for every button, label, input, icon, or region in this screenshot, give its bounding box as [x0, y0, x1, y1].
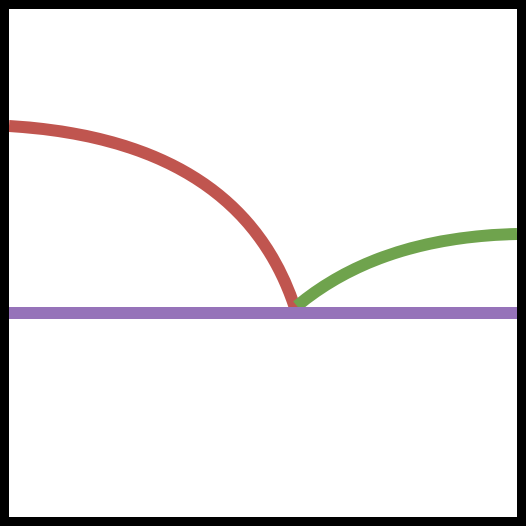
drawing-area: [9, 9, 517, 517]
green-arc: [293, 228, 517, 311]
diagram-content: [9, 120, 517, 319]
red-arc: [9, 120, 301, 310]
